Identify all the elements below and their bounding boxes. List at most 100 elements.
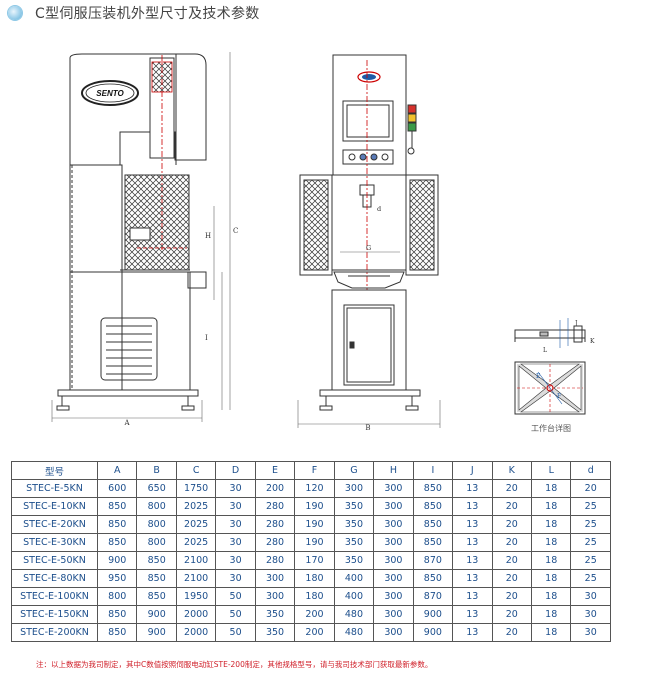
table-cell: 13 [452,479,493,498]
table-cell: 2100 [175,569,217,588]
column-header: D [215,461,256,480]
detail-caption: 工作台详图 [531,423,571,433]
table-cell: 350 [333,515,375,534]
table-cell: 300 [373,551,414,570]
table-cell: 850 [136,587,177,606]
table-cell: 900 [96,551,138,570]
table-cell: 480 [333,623,375,642]
table-cell: 900 [412,623,454,642]
table-cell: 850 [96,515,138,534]
table-cell: 350 [333,551,375,570]
table-cell: 18 [530,497,572,516]
table-cell: 2000 [175,623,217,642]
table-cell: 950 [96,569,138,588]
column-header: L [530,461,572,480]
dim-label-c: C [233,227,238,235]
column-header: I [412,461,454,480]
table-cell: 350 [254,605,296,624]
table-cell: 850 [412,497,454,516]
table-cell: 20 [491,515,532,534]
table-cell: 20 [570,479,611,498]
table-cell: 190 [294,515,335,534]
column-header: F [294,461,335,480]
model-cell: STEC-E-100KN [11,587,98,606]
table-cell: 900 [412,605,454,624]
table-cell: 850 [412,569,454,588]
table-cell: 1950 [175,587,217,606]
table-cell: 180 [294,587,335,606]
table-cell: 50 [215,605,256,624]
table-cell: 20 [491,605,532,624]
table-cell: 13 [452,623,493,642]
table-cell: 300 [333,479,375,498]
column-header: E [254,461,296,480]
brand-logo: SENTO [96,89,124,98]
table-cell: 30 [215,515,256,534]
table-cell: 190 [294,497,335,516]
table-detail [514,318,586,415]
table-cell: 30 [570,587,611,606]
table-cell: 650 [136,479,177,498]
table-cell: 300 [373,497,414,516]
table-cell: 20 [491,587,532,606]
table-cell: 300 [254,569,296,588]
table-cell: 2100 [175,551,217,570]
table-cell: 280 [254,497,296,516]
table-cell: 2000 [175,605,217,624]
column-header: H [373,461,414,480]
table-cell: 800 [96,587,138,606]
table-cell: 300 [373,515,414,534]
table-cell: 850 [412,533,454,552]
table-cell: 850 [412,479,454,498]
table-cell: 800 [136,497,177,516]
section-header: C型伺服压装机外型尺寸及技术参数 [8,3,260,23]
table-cell: 300 [373,605,414,624]
front-view [297,54,441,428]
table-cell: 2025 [175,515,217,534]
table-cell: 20 [491,479,532,498]
table-cell: 300 [254,587,296,606]
table-cell: 20 [491,497,532,516]
table-cell: 20 [491,569,532,588]
dim-label-a: A [123,419,130,427]
table-cell: 190 [294,533,335,552]
table-cell: 870 [412,551,454,570]
technical-drawing: SENTO A C H I [51,52,595,433]
table-cell: 200 [294,605,335,624]
table-cell: 20 [491,551,532,570]
dim-label-g: G [366,244,371,252]
table-cell: 18 [530,515,572,534]
table-cell: 120 [294,479,335,498]
table-cell: 600 [96,479,138,498]
table-cell: 850 [96,605,138,624]
side-view [51,52,231,422]
table-cell: 18 [530,623,572,642]
table-cell: 18 [530,479,572,498]
column-header: C [175,461,217,480]
table-cell: 900 [136,623,177,642]
table-cell: 18 [530,551,572,570]
table-cell: 50 [215,587,256,606]
table-cell: 300 [373,569,414,588]
table-cell: 13 [452,605,493,624]
table-cell: 300 [373,587,414,606]
table-cell: 13 [452,533,493,552]
table-cell: 30 [215,551,256,570]
table-cell: 280 [254,515,296,534]
dim-label-e: E [536,373,540,380]
table-cell: 300 [373,479,414,498]
dim-label-b: B [365,424,370,432]
table-cell: 30 [215,479,256,498]
dim-label-f: F [557,393,561,400]
table-cell: 300 [373,533,414,552]
table-cell: 280 [254,533,296,552]
table-cell: 30 [570,605,611,624]
model-cell: STEC-E-5KN [11,479,98,498]
